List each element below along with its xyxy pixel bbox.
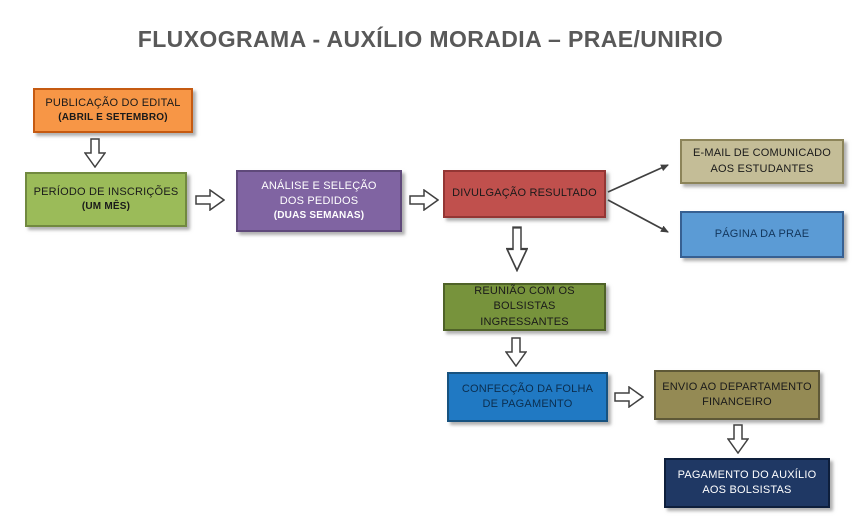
node-label: PÁGINA DA PRAE bbox=[714, 227, 810, 240]
node-email-comunicado: E-MAIL DE COMUNICADO AOS ESTUDANTES bbox=[680, 139, 844, 184]
node-envio-departamento-financeiro: ENVIO AO DEPARTAMENTO FINANCEIRO bbox=[654, 370, 820, 420]
node-label: CONFECÇÃO DA FOLHA DE PAGAMENTO bbox=[461, 382, 594, 410]
node-reuniao-bolsistas: REUNIÃO COM OS BOLSISTAS INGRESSANTES bbox=[443, 283, 606, 331]
node-publicacao-edital: PUBLICAÇÃO DO EDITAL (ABRIL E SETEMBRO) bbox=[33, 88, 193, 133]
node-label: DIVULGAÇÃO RESULTADO bbox=[452, 187, 597, 200]
node-label: PERÍODO DE INSCRIÇÕES bbox=[33, 185, 179, 198]
node-periodo-inscricoes: PERÍODO DE INSCRIÇÕES (UM MÊS) bbox=[25, 172, 187, 227]
node-sublabel: (ABRIL E SETEMBRO) bbox=[58, 112, 168, 124]
arrow-down-icon bbox=[505, 337, 527, 367]
node-label: PAGAMENTO DO AUXÍLIO AOS BOLSISTAS bbox=[677, 468, 817, 496]
node-confeccao-folha-pagamento: CONFECÇÃO DA FOLHA DE PAGAMENTO bbox=[447, 372, 608, 422]
node-divulgacao-resultado: DIVULGAÇÃO RESULTADO bbox=[443, 170, 606, 218]
node-label: REUNIÃO COM OS BOLSISTAS INGRESSANTES bbox=[474, 284, 575, 328]
arrow-right-icon bbox=[195, 189, 225, 211]
arrow-down-icon bbox=[727, 424, 749, 454]
node-label: PUBLICAÇÃO DO EDITAL bbox=[45, 96, 181, 109]
arrow-right-icon bbox=[614, 386, 644, 408]
node-label: E-MAIL DE COMUNICADO AOS ESTUDANTES bbox=[692, 147, 832, 175]
arrow-down-icon bbox=[84, 138, 106, 168]
node-label: ENVIO AO DEPARTAMENTO FINANCEIRO bbox=[662, 380, 812, 408]
arrow-down-icon bbox=[506, 226, 528, 272]
node-sublabel: (DUAS SEMANAS) bbox=[273, 210, 365, 222]
arrow-right-icon bbox=[409, 189, 439, 211]
node-pagamento-auxilio: PAGAMENTO DO AUXÍLIO AOS BOLSISTAS bbox=[664, 458, 830, 508]
node-label: ANÁLISE E SELEÇÃO DOS PEDIDOS bbox=[261, 179, 377, 207]
node-sublabel: (UM MÊS) bbox=[81, 201, 131, 213]
node-analise-selecao: ANÁLISE E SELEÇÃO DOS PEDIDOS (DUAS SEMA… bbox=[236, 170, 402, 232]
page-title: FLUXOGRAMA - AUXÍLIO MORADIA – PRAE/UNIR… bbox=[137, 26, 724, 52]
branch-arrows-icon bbox=[607, 164, 669, 233]
node-pagina-prae: PÁGINA DA PRAE bbox=[680, 211, 844, 258]
